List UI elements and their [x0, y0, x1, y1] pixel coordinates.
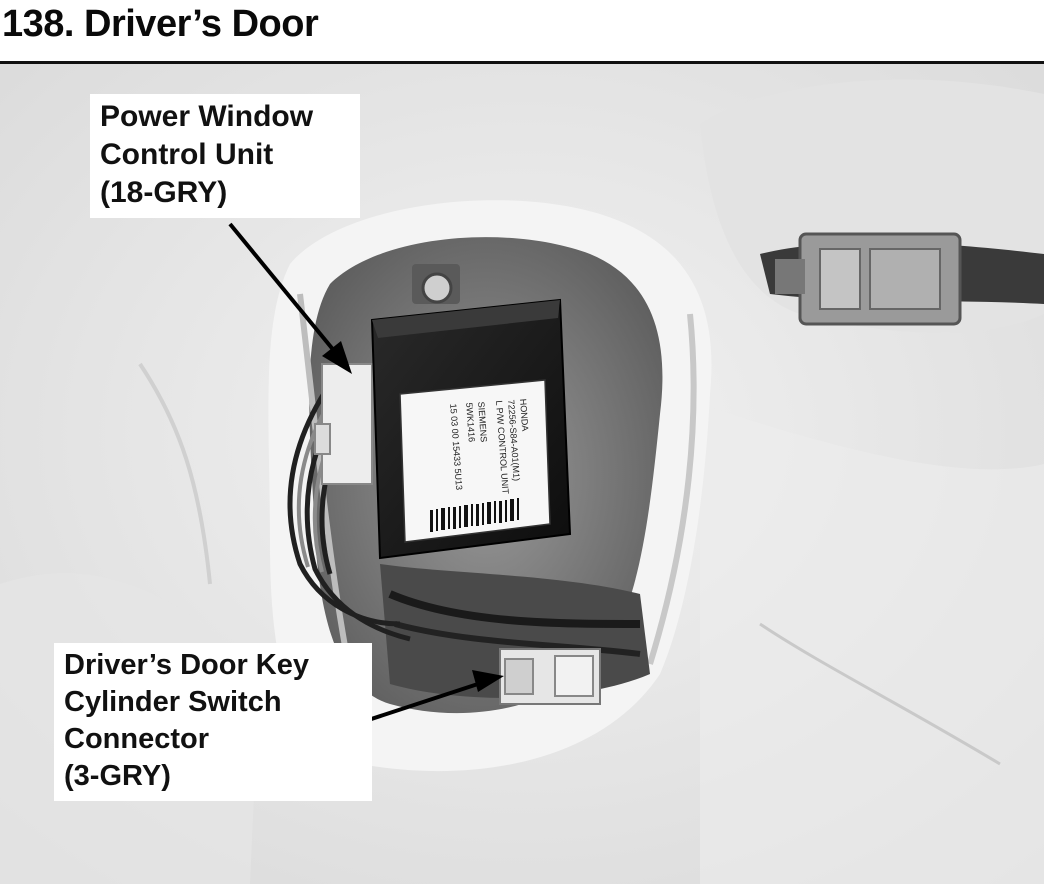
page-title: 138. Driver’s Door [2, 3, 319, 45]
svg-text:HONDA: HONDA [518, 398, 530, 431]
title-divider [0, 61, 1044, 64]
svg-text:SIEMENS: SIEMENS [476, 401, 489, 442]
barcode [430, 498, 519, 532]
callout-power-window-control-unit: Power Window Control Unit (18-GRY) [90, 94, 360, 218]
pointer-arrow-key-cylinder [355, 670, 504, 726]
callout-line: Control Unit [100, 138, 274, 171]
svg-text:5WK1416: 5WK1416 [464, 402, 477, 442]
callout-line: (3-GRY) [64, 760, 171, 792]
callout-line: Power Window [100, 100, 314, 133]
mounting-bolt [421, 272, 453, 304]
callout-line: Cylinder Switch [64, 686, 282, 718]
pointer-arrow-power-window [228, 222, 352, 374]
callout-line: (18-GRY) [100, 176, 228, 209]
callout-line: Driver’s Door Key [64, 649, 309, 681]
callout-line: Connector [64, 723, 209, 755]
callout-key-cylinder-switch-connector: Driver’s Door Key Cylinder Switch Connec… [54, 643, 372, 801]
